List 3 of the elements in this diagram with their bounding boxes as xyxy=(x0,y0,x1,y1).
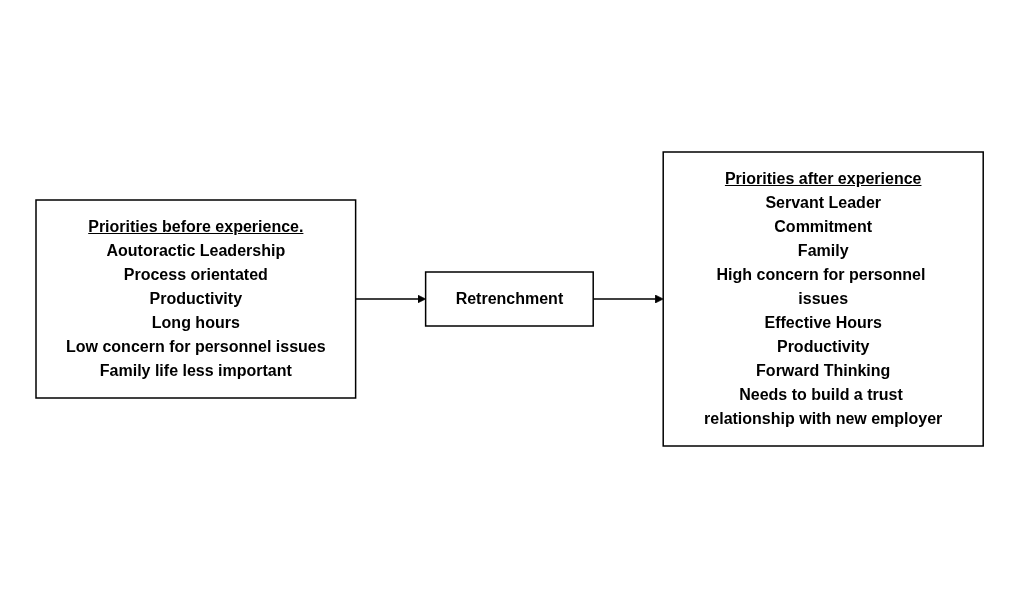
node-box: Priorities after experience Servant Leader Commitment Family High concern for personnel issues Effective Hours Productivity Forward Thinking Needs to build a trust relationship with new employer xyxy=(662,151,984,447)
node-box: Retrenchment xyxy=(424,271,594,327)
node-box: Priorities before experience. Aoutoractic Leadership Process orientated Productivity Long hours Low concern for personnel issues Family life less important xyxy=(35,199,357,399)
